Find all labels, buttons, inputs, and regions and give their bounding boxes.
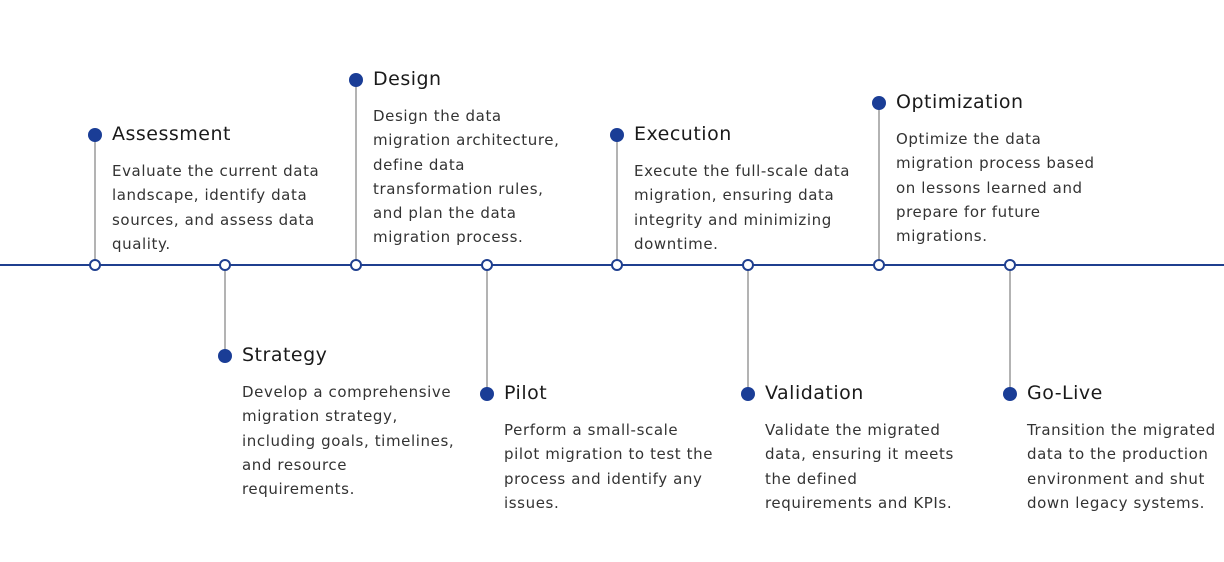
step-connector: [747, 265, 749, 394]
step-connector: [616, 135, 618, 265]
step-description-line: transformation rules,: [373, 179, 544, 198]
step-description-line: down legacy systems.: [1027, 493, 1206, 512]
step-description-line: migration process.: [373, 228, 524, 247]
step-description-line: pilot migration to test the: [504, 445, 714, 464]
step-description-line: process and identify any: [504, 469, 703, 488]
step-description-line: Design the data: [373, 107, 502, 125]
step-description-line: downtime.: [634, 234, 719, 253]
step-connector: [1009, 265, 1011, 394]
step-description-line: Perform a small-scale: [504, 421, 679, 439]
step-description-line: the defined: [765, 469, 858, 488]
step-marker-dot: [872, 96, 886, 110]
step-title: Go-Live: [1027, 382, 1103, 404]
step-description-line: environment and shut: [1027, 469, 1205, 488]
timeline-node: [89, 259, 101, 271]
timeline-node: [219, 259, 231, 271]
step-description-line: and plan the data: [373, 204, 517, 223]
step-description-line: migration process based: [896, 154, 1095, 173]
step-connector: [355, 80, 357, 265]
step-description-line: migration, ensuring data: [634, 186, 835, 205]
step-description-line: Execute the full-scale data: [634, 162, 851, 180]
step-description-line: on lessons learned and: [896, 178, 1083, 197]
step-description-line: Evaluate the current data: [112, 162, 320, 180]
step-description-line: integrity and minimizing: [634, 210, 832, 229]
step-description-line: quality.: [112, 234, 171, 253]
step-title: Assessment: [112, 123, 231, 145]
timeline-node: [611, 259, 623, 271]
step-description: Validate the migrated data, ensuring it m…: [765, 418, 954, 515]
step-description-line: Optimize the data: [896, 130, 1042, 148]
step-marker-dot: [1003, 387, 1017, 401]
step-description: Develop a comprehensive migration strateg…: [242, 380, 454, 501]
step-description-line: and resource: [242, 455, 348, 474]
step-description-line: data to the production: [1027, 445, 1209, 464]
step-marker-dot: [349, 73, 363, 87]
timeline-node: [1004, 259, 1016, 271]
step-description: Evaluate the current data landscape, iden…: [112, 159, 319, 256]
step-marker-dot: [218, 349, 232, 363]
step-title: Pilot: [504, 382, 548, 404]
step-description: Perform a small-scale pilot migration to …: [504, 418, 713, 515]
step-connector: [878, 103, 880, 265]
step-description-line: including goals, timelines,: [242, 431, 455, 450]
step-description-line: issues.: [504, 493, 560, 512]
timeline-node: [481, 259, 493, 271]
step-description-line: Develop a comprehensive: [242, 383, 452, 401]
step-title: Optimization: [896, 91, 1024, 113]
step-marker-dot: [88, 128, 102, 142]
step-description: Optimize the data migration process based…: [896, 127, 1095, 248]
step-description-line: requirements and KPIs.: [765, 493, 953, 512]
step-description-line: Transition the migrated: [1027, 421, 1216, 439]
step-connector: [94, 135, 96, 265]
step-description: Transition the migrated data to the produ…: [1027, 418, 1216, 515]
step-description-line: data, ensuring it meets: [765, 445, 954, 464]
step-description-line: migration architecture,: [373, 131, 560, 150]
step-description-line: prepare for future: [896, 202, 1041, 221]
timeline-node: [742, 259, 754, 271]
step-title: Execution: [634, 123, 732, 145]
step-description-line: Validate the migrated: [765, 421, 941, 439]
step-description-line: landscape, identify data: [112, 186, 308, 205]
step-title: Strategy: [242, 344, 328, 366]
step-title: Design: [373, 68, 442, 90]
step-description: Design the data migration architecture, de…: [373, 104, 560, 250]
step-description: Execute the full-scale data migration, en…: [634, 159, 850, 256]
step-marker-dot: [610, 128, 624, 142]
step-description-line: migrations.: [896, 227, 988, 246]
step-description-line: migration strategy,: [242, 407, 398, 426]
step-title: Validation: [765, 382, 864, 404]
timeline-node: [350, 259, 362, 271]
timeline-node: [873, 259, 885, 271]
step-description-line: requirements.: [242, 480, 355, 499]
step-marker-dot: [480, 387, 494, 401]
step-description-line: sources, and assess data: [112, 210, 315, 229]
step-connector: [486, 265, 488, 394]
step-marker-dot: [741, 387, 755, 401]
step-description-line: define data: [373, 155, 466, 174]
step-connector: [224, 265, 226, 356]
